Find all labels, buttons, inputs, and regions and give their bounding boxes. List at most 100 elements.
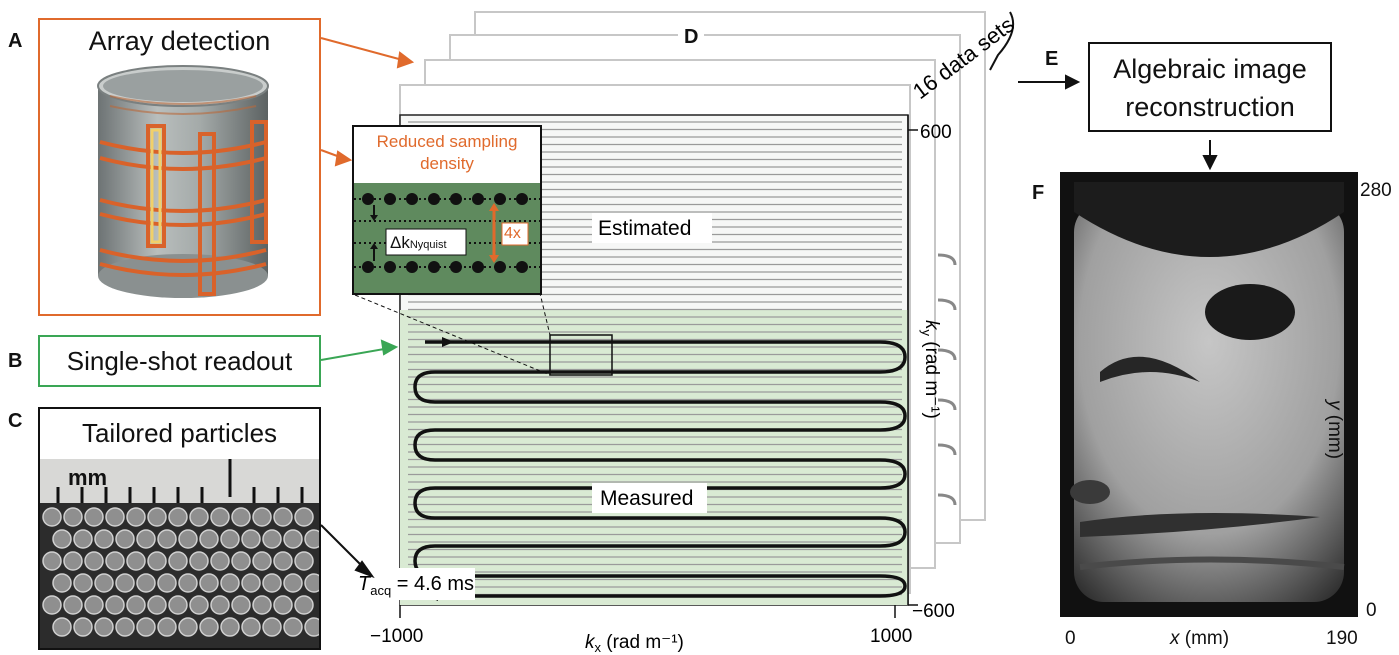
glass-bead <box>147 595 167 615</box>
tacq-label: Tacq = 4.6 ms <box>358 573 474 598</box>
glass-bead <box>273 551 293 571</box>
glass-bead <box>126 507 146 527</box>
glass-bead <box>105 551 125 571</box>
glass-bead <box>220 617 240 637</box>
glass-bead <box>136 617 156 637</box>
panel-letter-a: A <box>8 30 23 52</box>
glass-bead <box>42 551 62 571</box>
glass-bead <box>210 507 230 527</box>
ruler-unit-label: mm <box>68 465 108 490</box>
estimated-label: Estimated <box>598 217 691 240</box>
panel-letter-e: E <box>1045 48 1059 70</box>
glass-bead <box>63 507 83 527</box>
glass-bead <box>199 573 219 593</box>
glass-bead <box>304 617 319 637</box>
f-y-tick-0: 0 <box>1366 600 1377 621</box>
glass-bead <box>294 507 314 527</box>
f-y-axis-label: y (mm) <box>1324 400 1345 460</box>
glass-bead <box>94 529 114 549</box>
glass-bead <box>252 595 272 615</box>
glass-bead <box>105 595 125 615</box>
glass-bead <box>252 551 272 571</box>
bubble-dark <box>1205 284 1295 340</box>
glass-bead <box>262 617 282 637</box>
glass-bead <box>157 617 177 637</box>
epi-trajectory <box>413 340 907 598</box>
tailored-particles-title: Tailored particles <box>81 418 278 448</box>
glass-bead <box>178 573 198 593</box>
glass-bead <box>42 595 62 615</box>
glass-bead <box>84 595 104 615</box>
glass-bead <box>210 551 230 571</box>
glass-bead <box>94 573 114 593</box>
glass-bead <box>210 595 230 615</box>
glass-bead <box>73 573 93 593</box>
glass-bead <box>241 573 261 593</box>
array-detection-panel: Array detection <box>38 18 321 316</box>
glass-bead <box>283 529 303 549</box>
panel-letter-c: C <box>8 410 23 432</box>
particles-photo <box>40 459 319 648</box>
glass-bead <box>189 507 209 527</box>
sampling-inset: Reduced sampling density ΔkNyquist 4x <box>352 125 542 295</box>
reconstruction-title: Algebraic image reconstruction <box>1113 54 1307 122</box>
glass-bead <box>84 551 104 571</box>
glass-bead <box>52 529 72 549</box>
inset-sampling-diagram <box>354 183 540 293</box>
glass-bead <box>231 507 251 527</box>
glass-bead <box>231 595 251 615</box>
glass-bead <box>178 617 198 637</box>
array-detection-title: Array detection <box>88 26 271 56</box>
kx-tick-right: 1000 <box>870 626 912 647</box>
glass-bead <box>304 573 319 593</box>
glass-bead <box>294 595 314 615</box>
panel-letter-d: D <box>678 26 705 49</box>
ky-tick-bottom: −600 <box>912 601 955 622</box>
glass-bead <box>115 529 135 549</box>
single-shot-readout-box: Single-shot readout <box>38 335 321 387</box>
glass-bead <box>168 551 188 571</box>
glass-bead <box>262 529 282 549</box>
glass-bead <box>199 529 219 549</box>
glass-bead <box>231 551 251 571</box>
glass-bead <box>199 617 219 637</box>
glass-bead <box>136 529 156 549</box>
glass-bead <box>63 595 83 615</box>
glass-bead <box>126 595 146 615</box>
glass-bead <box>115 573 135 593</box>
f-x-tick-190: 190 <box>1326 628 1358 649</box>
reconstructed-image <box>1060 172 1358 617</box>
ky-tick-top: 600 <box>920 122 952 143</box>
panel-letter-b: B <box>8 350 23 372</box>
glass-bead <box>273 507 293 527</box>
tailored-particles-panel: Tailored particles mm <box>38 407 321 650</box>
glass-bead <box>94 617 114 637</box>
glass-bead <box>73 617 93 637</box>
glass-bead <box>157 573 177 593</box>
glass-bead <box>63 551 83 571</box>
glass-bead <box>189 595 209 615</box>
panel-letter-f: F <box>1032 182 1045 204</box>
glass-bead <box>283 617 303 637</box>
f-x-axis-label: x (mm) <box>1170 628 1230 649</box>
glass-bead <box>52 573 72 593</box>
k-space-figure: 16 data sets Estimated Measured Tacq = 4… <box>350 11 1019 655</box>
glass-bead <box>189 551 209 571</box>
glass-bead <box>283 573 303 593</box>
f-y-tick-280: 280 <box>1360 180 1392 201</box>
glass-bead <box>147 551 167 571</box>
glass-bead <box>42 507 62 527</box>
glass-bead <box>157 529 177 549</box>
glass-bead <box>52 617 72 637</box>
glass-bead <box>294 551 314 571</box>
glass-bead <box>126 551 146 571</box>
glass-bead <box>84 507 104 527</box>
factor-label: 4x <box>504 225 521 242</box>
glass-bead <box>168 507 188 527</box>
single-shot-readout-title: Single-shot readout <box>66 346 293 376</box>
glass-bead <box>147 507 167 527</box>
kx-axis-label: kx (rad m⁻¹) <box>585 632 684 655</box>
inset-title: Reduced sampling density <box>376 132 518 173</box>
coil-cylinder-illustration <box>97 65 269 298</box>
glass-bead <box>304 529 319 549</box>
